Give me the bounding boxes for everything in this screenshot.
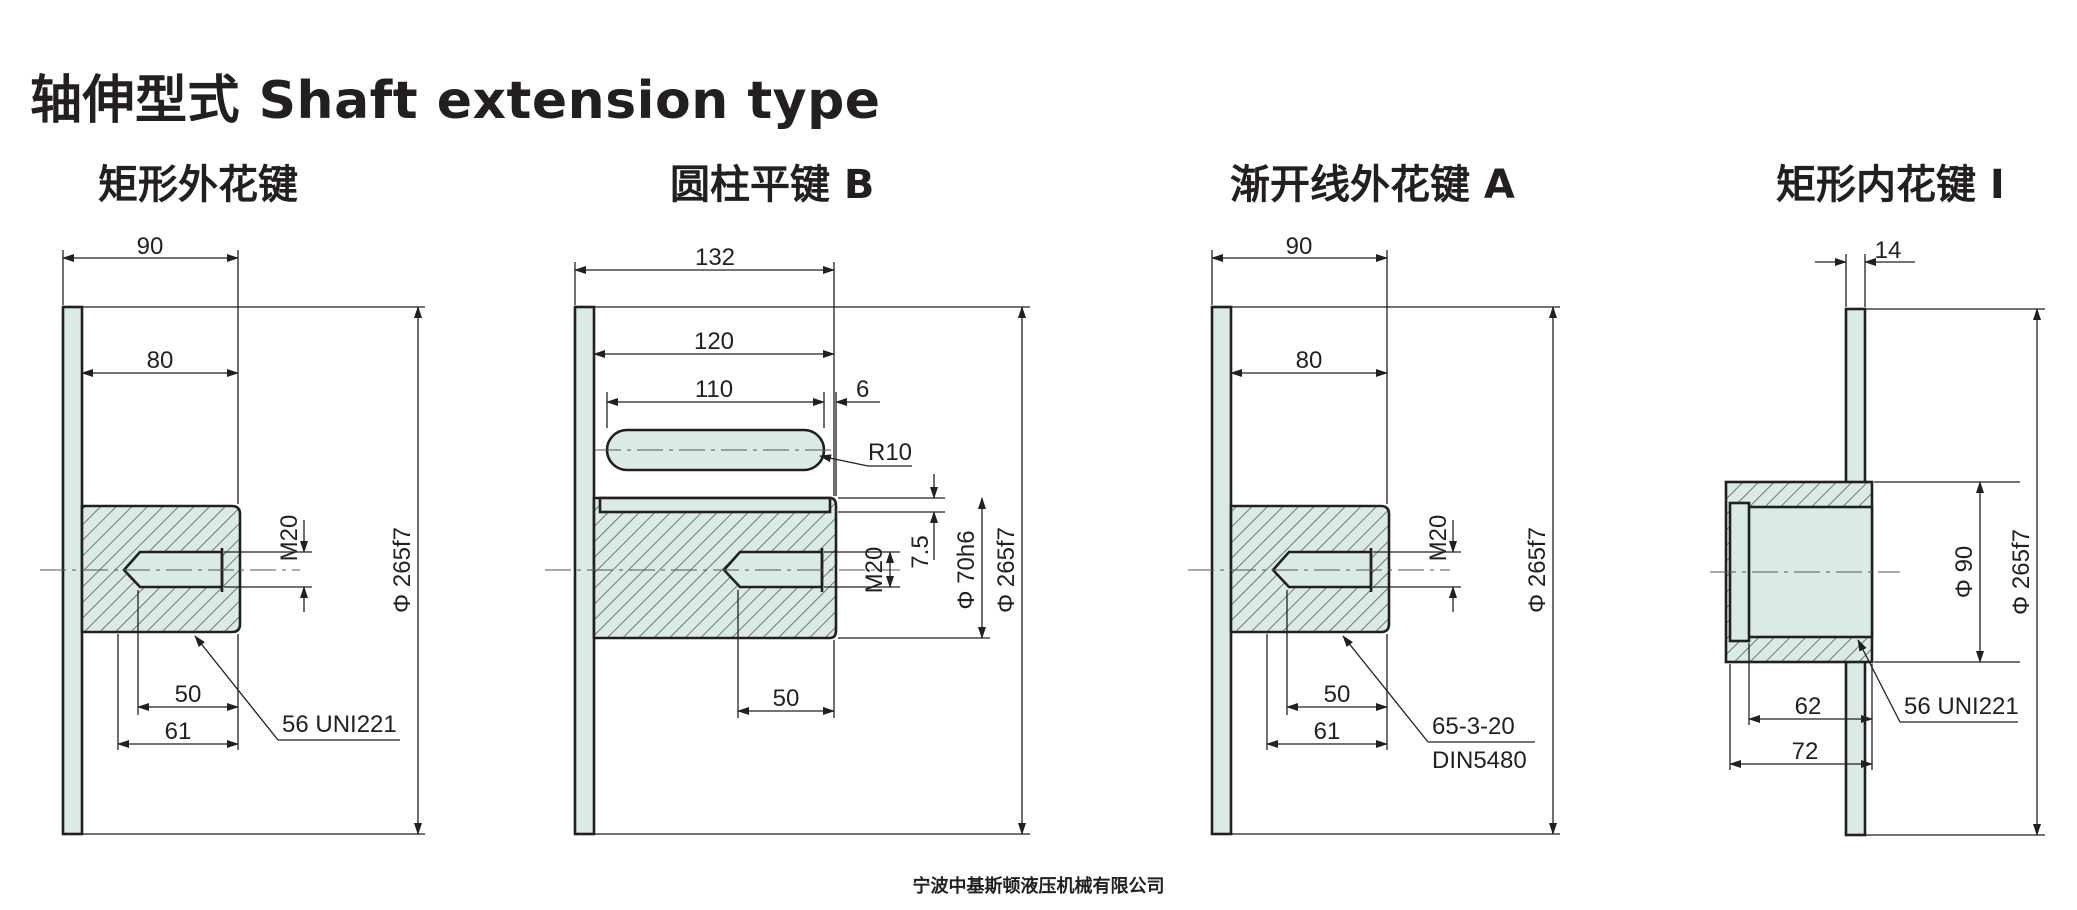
- panel-2-drawing: 132 120 110 6 R10 7.5 M20 Φ 70h6 Φ 265f7…: [545, 244, 1030, 836]
- shaft-body: [592, 496, 838, 640]
- dim-72: 72: [1792, 738, 1819, 765]
- dim-90: 90: [1286, 233, 1313, 260]
- dim-r10: R10: [868, 439, 912, 466]
- dim-80: 80: [147, 347, 174, 374]
- dim-132: 132: [695, 244, 735, 271]
- keyway: [598, 496, 832, 514]
- dim-dia-265f7: Φ 265f7: [1524, 527, 1551, 613]
- note-56-uni221: 56 UNI221: [282, 711, 397, 738]
- dim-61: 61: [1314, 718, 1341, 745]
- dim-50: 50: [1324, 681, 1351, 708]
- dim-dia-265f7: Φ 265f7: [2008, 529, 2035, 615]
- dim-dia-90: Φ 90: [1951, 546, 1978, 599]
- panel-1-drawing: 90 80 M20 Φ 265f7 50 61 56 UNI221: [40, 233, 425, 836]
- panel-2-title: 圆柱平键 B: [670, 162, 875, 208]
- dim-dia-265f7: Φ 265f7: [993, 527, 1020, 613]
- dim-7-5: 7.5: [907, 535, 934, 568]
- dim-6: 6: [856, 376, 869, 403]
- panel-3-drawing: 90 80 M20 Φ 265f7 50 61 65-3-20 DIN5480: [1188, 233, 1560, 836]
- dim-m20: M20: [276, 515, 303, 562]
- dim-80: 80: [1296, 347, 1323, 374]
- dim-m20: M20: [861, 547, 888, 594]
- note-65-3-20: 65-3-20: [1432, 713, 1515, 740]
- page-title: 轴伸型式 Shaft extension type: [30, 71, 881, 131]
- dim-90: 90: [137, 233, 164, 260]
- dim-dia-70h6: Φ 70h6: [953, 530, 980, 609]
- dim-110: 110: [695, 376, 733, 403]
- note-56-uni221: 56 UNI221: [1904, 693, 2019, 720]
- dim-120: 120: [694, 328, 734, 355]
- dim-m20: M20: [1425, 515, 1452, 562]
- panel-4-title: 矩形内花键 I: [1776, 162, 2005, 208]
- dim-14: 14: [1875, 237, 1902, 264]
- note-din5480: DIN5480: [1432, 747, 1527, 774]
- panel-1-title: 矩形外花键: [98, 162, 298, 208]
- dim-62: 62: [1795, 693, 1822, 720]
- dim-50: 50: [773, 685, 800, 712]
- dim-50: 50: [175, 681, 202, 708]
- panel-3-title: 渐开线外花键 A: [1230, 162, 1515, 208]
- dim-61: 61: [165, 718, 192, 745]
- panel-4-drawing: 14 Φ 90 Φ 265f7 62 72 56 UNI221: [1710, 237, 2045, 837]
- dim-dia-265f7: Φ 265f7: [389, 527, 416, 613]
- company-footer: 宁波中基斯顿液压机械有限公司: [912, 876, 1165, 897]
